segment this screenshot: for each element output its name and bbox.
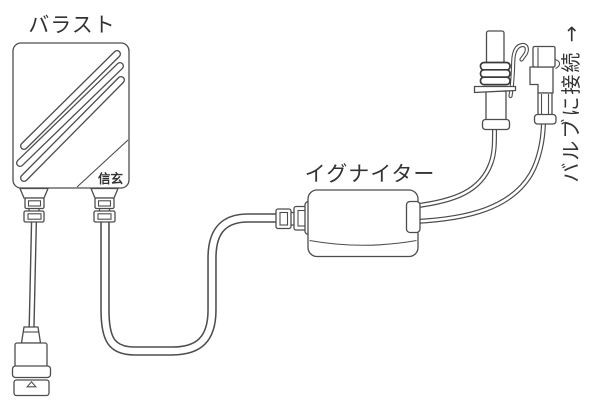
plug-barb — [554, 58, 561, 69]
bulb-connection-label: バルブに接続 → — [559, 23, 583, 182]
triangle-mark-icon — [26, 380, 37, 388]
igniter-box — [307, 189, 419, 258]
power-input-connector — [11, 326, 52, 397]
bulb-plug-connector — [529, 45, 561, 125]
igniter-label: イグナイター — [305, 162, 436, 186]
brand-label: 信玄 — [98, 171, 124, 186]
brand-triangle — [76, 139, 129, 188]
bulb-wire-left — [412, 123, 498, 209]
ballast-output-left — [19, 187, 49, 223]
igniter-output-connector — [405, 200, 421, 234]
ballast-stripes-icon — [16, 50, 125, 182]
ballast-igniter-cable — [100, 213, 285, 356]
ballast-label: バラスト — [28, 13, 116, 37]
bulb-socket-connector — [473, 30, 529, 131]
igniter-seam — [309, 239, 417, 246]
power-input-cable — [28, 216, 38, 335]
socket-ribs — [479, 61, 511, 86]
ballast-output-right — [90, 187, 119, 223]
igniter-unit — [275, 189, 421, 258]
bulb-wire-right — [412, 117, 546, 224]
ballast-unit: 信玄 — [12, 42, 130, 223]
socket-clip-icon — [508, 42, 529, 99]
